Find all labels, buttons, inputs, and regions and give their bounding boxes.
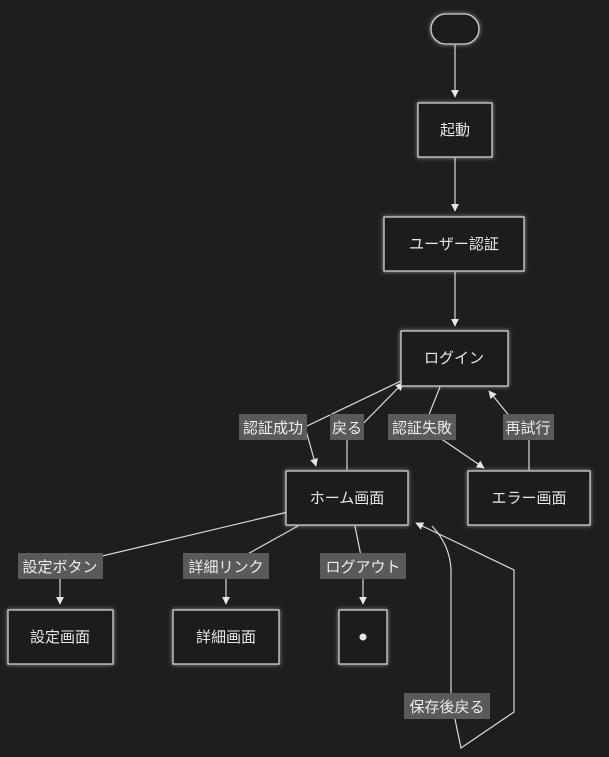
- node-error[interactable]: エラー画面: [467, 470, 591, 526]
- node-user-auth-label: ユーザー認証: [409, 235, 499, 253]
- node-launch-label: 起動: [440, 121, 470, 139]
- edge-label-retry-text: 再試行: [505, 419, 550, 437]
- node-end[interactable]: [338, 609, 388, 665]
- node-login-label: ログイン: [424, 349, 484, 367]
- edge-label-logout: ログアウト: [320, 553, 406, 579]
- node-details-label: 詳細画面: [196, 628, 256, 646]
- edge-label-settings-button: 設定ボタン: [18, 553, 103, 579]
- end-dot-icon: [359, 633, 367, 641]
- edge-label-auth-fail: 認証失敗: [388, 414, 456, 440]
- nodes: 起動 ユーザー認証 ログイン ホーム画面 エラー画面 設定画面 詳細画面: [7, 13, 591, 665]
- edge-labels: 認証成功 戻る 認証失敗 再試行 設定ボタン 詳細リンク ログアウト 保存後戻: [18, 414, 554, 719]
- edge-label-save-back-text: 保存後戻る: [409, 698, 484, 716]
- edge-label-back-text: 戻る: [332, 419, 362, 437]
- edge-label-back: 戻る: [330, 414, 364, 440]
- edge-details-home: [415, 522, 515, 750]
- node-home-label: ホーム画面: [310, 489, 385, 507]
- node-details[interactable]: 詳細画面: [172, 609, 280, 665]
- edge-label-logout-text: ログアウト: [325, 558, 400, 576]
- edge-label-save-back: 保存後戻る: [404, 693, 490, 719]
- edge-label-retry: 再試行: [503, 414, 554, 440]
- node-error-label: エラー画面: [491, 489, 566, 507]
- edge-label-detail-link: 詳細リンク: [183, 553, 269, 579]
- node-launch[interactable]: 起動: [417, 102, 493, 158]
- node-login[interactable]: ログイン: [400, 330, 509, 387]
- edge-label-settings-button-text: 設定ボタン: [22, 558, 97, 576]
- node-home[interactable]: ホーム画面: [285, 470, 409, 526]
- edge-label-auth-fail-text: 認証失敗: [392, 419, 452, 437]
- node-settings[interactable]: 設定画面: [7, 609, 114, 665]
- edge-label-detail-link-text: 詳細リンク: [188, 558, 263, 576]
- node-start[interactable]: [430, 13, 480, 45]
- edge-label-auth-success-text: 認証成功: [243, 419, 303, 437]
- node-settings-label: 設定画面: [30, 628, 90, 646]
- node-user-auth[interactable]: ユーザー認証: [383, 216, 525, 272]
- edge-label-auth-success: 認証成功: [239, 414, 307, 440]
